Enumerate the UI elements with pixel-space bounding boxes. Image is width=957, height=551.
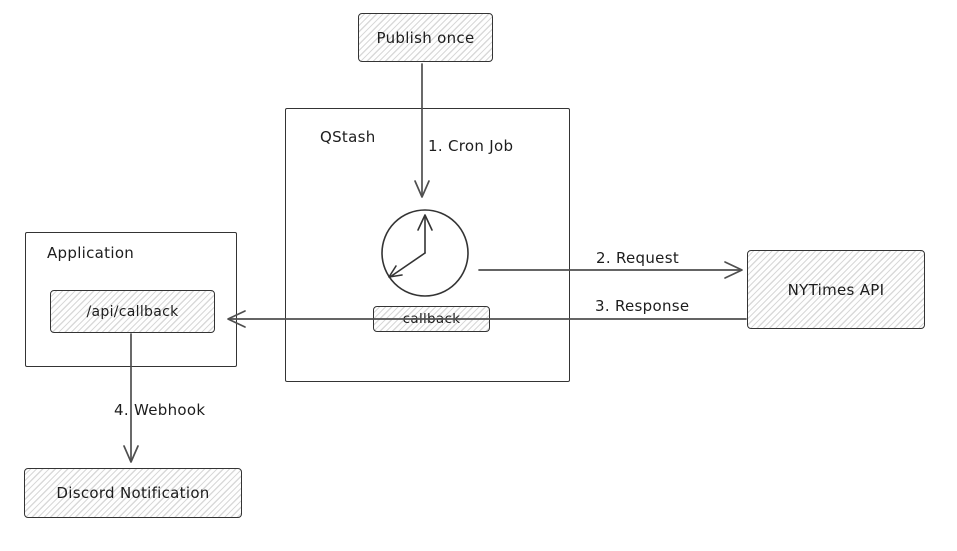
nytimes-api-label: NYTimes API (787, 280, 885, 299)
qstash-container (285, 108, 570, 382)
publish-once-node: Publish once (358, 13, 493, 62)
publish-once-label: Publish once (376, 28, 475, 47)
callback-node: callback (373, 306, 490, 332)
callback-label: callback (402, 311, 461, 327)
discord-notification-node: Discord Notification (24, 468, 242, 518)
application-label: Application (47, 244, 135, 262)
qstash-label: QStash (320, 128, 376, 146)
api-callback-node: /api/callback (50, 290, 215, 333)
webhook-edge-label: 4. Webhook (114, 401, 206, 419)
discord-notification-label: Discord Notification (56, 484, 210, 502)
cron-job-edge-label: 1. Cron Job (428, 137, 514, 155)
nytimes-api-node: NYTimes API (747, 250, 925, 329)
response-edge-label: 3. Response (595, 297, 690, 315)
api-callback-label: /api/callback (86, 303, 179, 320)
request-edge-label: 2. Request (596, 249, 680, 267)
